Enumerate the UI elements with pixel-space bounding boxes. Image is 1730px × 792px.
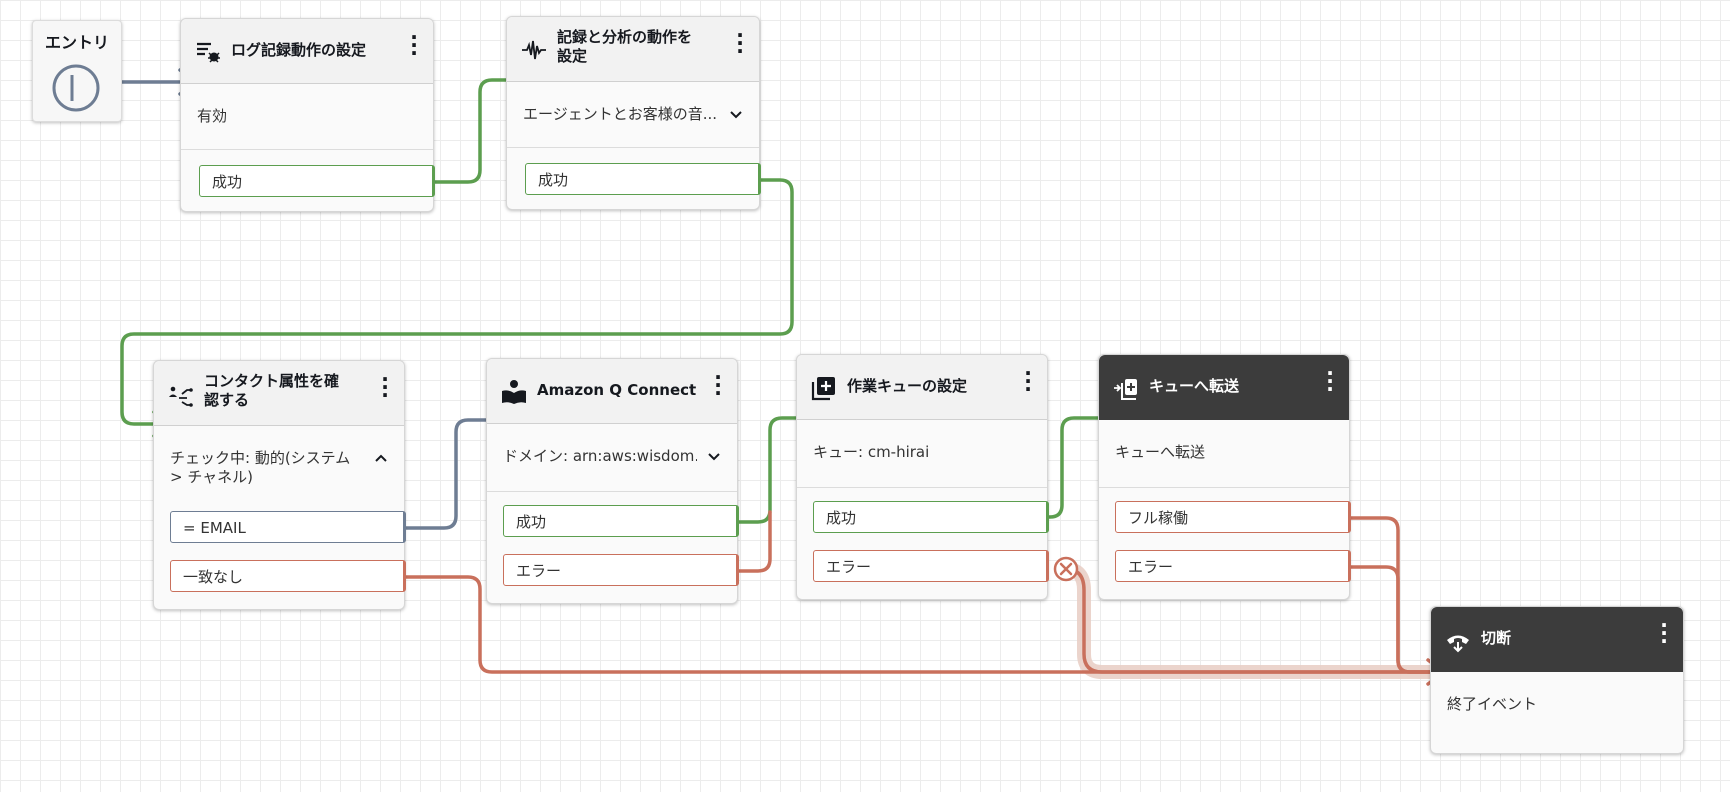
block-parameter: 終了イベント xyxy=(1447,695,1538,713)
kebab-menu-icon[interactable]: ··· xyxy=(410,25,418,65)
logging-icon xyxy=(197,42,220,63)
block-title-line-1: コンタクト属性を確 xyxy=(204,372,340,390)
chevron-down-icon[interactable] xyxy=(707,450,721,464)
transfer-queue-icon xyxy=(1114,379,1137,400)
entry-icon xyxy=(52,64,100,112)
block-header: 切断 ··· xyxy=(1431,607,1683,672)
chevron-down-icon[interactable] xyxy=(729,108,743,122)
reader-icon xyxy=(502,380,526,404)
divider xyxy=(487,491,737,492)
branch-error[interactable]: エラー xyxy=(813,550,1049,582)
divider xyxy=(181,149,433,150)
branch-error[interactable]: エラー xyxy=(503,554,739,586)
connector-qconnect-error xyxy=(735,510,772,573)
block-title: キューへ転送 xyxy=(1149,377,1240,395)
block-check-contact-attributes[interactable]: コンタクト属性を確 認する ··· チェック中: 動的(システム > チャネル)… xyxy=(153,360,406,610)
branch-error[interactable]: エラー xyxy=(1115,550,1351,582)
divider xyxy=(797,487,1047,488)
connector-transfer-error xyxy=(1348,565,1442,674)
branch-email[interactable]: = EMAIL xyxy=(170,511,406,543)
block-title: 記録と分析の動作を 設定 xyxy=(557,28,719,66)
block-header: 作業キューの設定 ··· xyxy=(797,355,1047,420)
waveform-icon xyxy=(522,40,546,60)
block-header: コンタクト属性を確 認する ··· xyxy=(154,361,404,426)
kebab-menu-icon[interactable]: ··· xyxy=(736,23,744,63)
block-header: 記録と分析の動作を 設定 ··· xyxy=(507,17,759,82)
block-header: キューへ転送 ··· xyxy=(1099,355,1349,420)
kebab-menu-icon[interactable]: ··· xyxy=(1326,361,1334,401)
block-title: ログ記録動作の設定 xyxy=(231,41,367,59)
block-parameter: ドメイン: arn:aws:wisdom... xyxy=(503,447,697,465)
block-title: 切断 xyxy=(1481,629,1512,647)
block-title-line-1: 記録と分析の動作を xyxy=(557,28,693,46)
kebab-menu-icon[interactable]: ··· xyxy=(381,367,389,407)
block-header: Amazon Q Connect ··· xyxy=(487,359,737,424)
block-transfer-to-queue[interactable]: キューへ転送 ··· キューへ転送 フル稼働 エラー xyxy=(1098,354,1351,600)
block-parameter: エージェントとお客様の音... xyxy=(523,105,718,123)
branch-success[interactable]: 成功 xyxy=(525,163,761,195)
entry-node[interactable]: エントリ xyxy=(32,20,122,122)
branch-success[interactable]: 成功 xyxy=(813,501,1049,533)
branch-success[interactable]: 成功 xyxy=(199,165,435,197)
branch-at-capacity[interactable]: フル稼働 xyxy=(1115,501,1351,533)
block-parameter: 有効 xyxy=(197,107,228,125)
block-parameter-line-1: チェック中: 動的(システム xyxy=(170,449,351,467)
connector-full-disconnect xyxy=(1348,516,1442,674)
block-parameter: キューへ転送 xyxy=(1115,443,1206,461)
branch-no-match[interactable]: 一致なし xyxy=(170,560,406,592)
block-set-working-queue[interactable]: 作業キューの設定 ··· キュー: cm-hirai 成功 エラー xyxy=(796,354,1049,600)
block-parameter-line-2: > チャネル) xyxy=(170,468,254,486)
branch-success[interactable]: 成功 xyxy=(503,505,739,537)
block-parameter: キュー: cm-hirai xyxy=(813,443,930,461)
kebab-menu-icon[interactable]: ··· xyxy=(714,365,722,405)
block-title: Amazon Q Connect xyxy=(537,381,697,399)
block-parameter: チェック中: 動的(システム > チャネル) xyxy=(170,449,364,487)
error-x-icon xyxy=(1053,556,1079,582)
add-queue-icon xyxy=(811,377,835,401)
divider xyxy=(1099,487,1349,488)
hangup-icon xyxy=(1447,635,1469,653)
block-disconnect[interactable]: 切断 ··· 終了イベント xyxy=(1430,606,1684,754)
branch-icon xyxy=(169,386,193,407)
block-title-line-2: 設定 xyxy=(557,47,588,65)
chevron-up-icon[interactable] xyxy=(374,451,388,465)
block-title: コンタクト属性を確 認する xyxy=(204,372,364,410)
block-logging[interactable]: ログ記録動作の設定 ··· 有効 成功 xyxy=(180,18,435,212)
entry-label: エントリ xyxy=(44,33,109,52)
kebab-menu-icon[interactable]: ··· xyxy=(1024,361,1032,401)
block-title-line-2: 認する xyxy=(204,391,250,409)
divider xyxy=(507,147,759,148)
kebab-menu-icon[interactable]: ··· xyxy=(1660,613,1668,653)
block-amazon-q-connect[interactable]: Amazon Q Connect ··· ドメイン: arn:aws:wisdo… xyxy=(486,358,739,604)
block-recording[interactable]: 記録と分析の動作を 設定 ··· エージェントとお客様の音... 成功 xyxy=(506,16,761,210)
block-header: ログ記録動作の設定 ··· xyxy=(181,19,433,84)
block-title: 作業キューの設定 xyxy=(847,377,968,395)
